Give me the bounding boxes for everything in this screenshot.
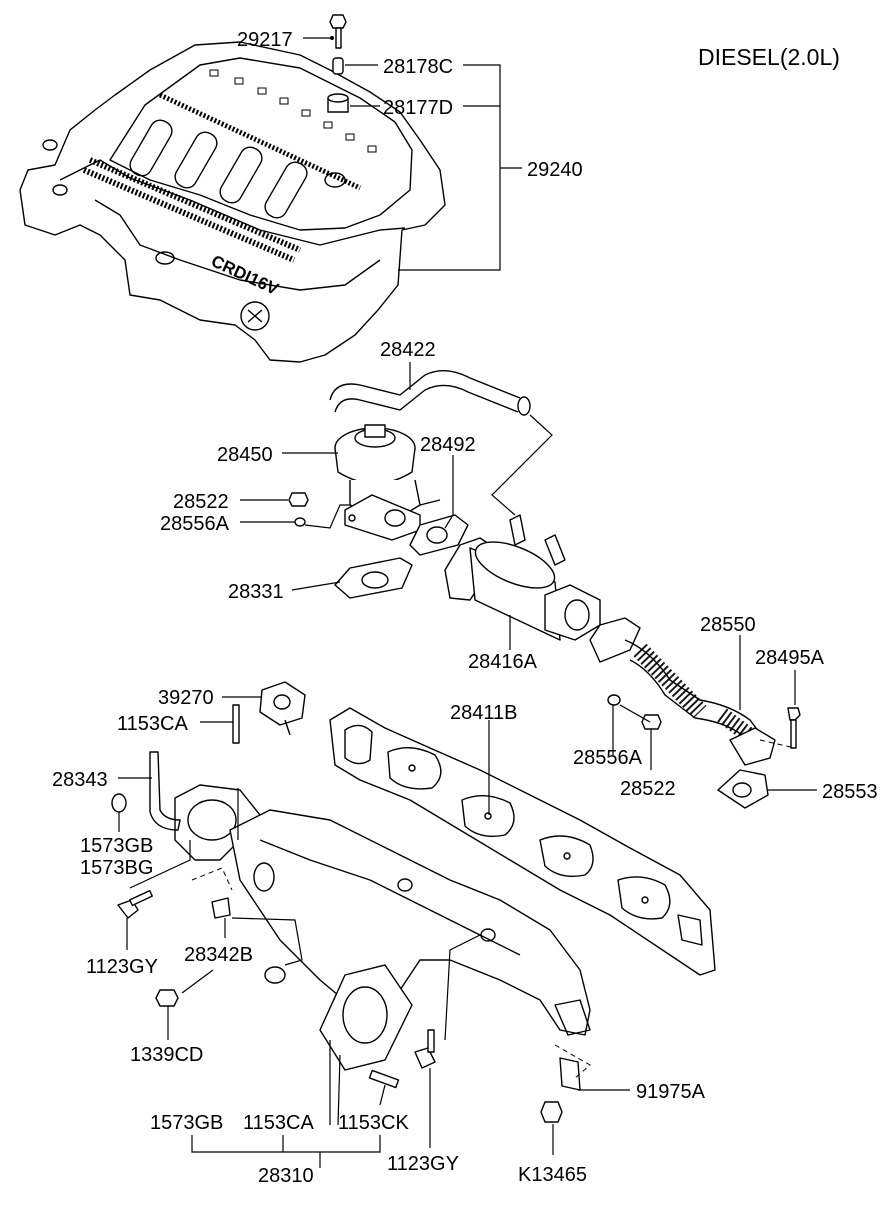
label-28178C: 28178C (383, 56, 453, 78)
label-K13465: K13465 (518, 1164, 587, 1186)
label-28450: 28450 (217, 444, 273, 466)
label-39270: 39270 (158, 687, 214, 709)
label-28556A-lower: 28556A (573, 747, 643, 769)
label-28495A: 28495A (755, 647, 825, 669)
label-29240: 29240 (527, 159, 583, 181)
label-1123GY-bottom: 1123GY (387, 1153, 459, 1175)
label-1573GB-bottom: 1573GB (150, 1112, 223, 1134)
pipe-28343-drawing (149, 751, 181, 831)
exhaust-manifold-drawing (174, 784, 591, 1071)
egr-hose-drawing (329, 370, 531, 416)
label-28331: 28331 (228, 581, 284, 603)
sensor-39270-drawing (259, 681, 306, 736)
label-28177D: 28177D (383, 97, 453, 119)
leader-lines (118, 36, 817, 1168)
label-28342B: 28342B (184, 944, 253, 966)
label-1573BG: 1573BG (80, 857, 153, 879)
egr-cooler-drawing (444, 514, 601, 641)
label-1153CA-top: 1153CA (117, 713, 188, 735)
label-28553: 28553 (822, 781, 878, 803)
label-1153CA-bottom: 1153CA (243, 1112, 314, 1134)
label-28310: 28310 (258, 1165, 314, 1187)
label-1339CD: 1339CD (130, 1044, 203, 1066)
label-1123GY-left: 1123GY (86, 956, 158, 978)
gasket-28331-drawing (334, 557, 413, 599)
label-28550: 28550 (700, 614, 756, 636)
label-28343: 28343 (52, 769, 108, 791)
egr-pipe-drawing (589, 617, 776, 766)
cover-fasteners-drawing (327, 14, 349, 113)
label-28522-lower: 28522 (620, 778, 676, 800)
label-28422: 28422 (380, 339, 436, 361)
label-28556A: 28556A (160, 513, 230, 535)
label-1153CK: 1153CK (338, 1112, 409, 1134)
label-29217: 29217 (237, 29, 293, 51)
gasket-28492-drawing (409, 514, 469, 556)
label-28416A: 28416A (468, 651, 538, 673)
label-91975A: 91975A (636, 1081, 706, 1103)
diagram-title: DIESEL(2.0L) (698, 44, 840, 70)
label-28492: 28492 (420, 434, 476, 456)
label-28411B: 28411B (450, 702, 517, 724)
gasket-28553-drawing (717, 769, 769, 809)
manifold-gasket-drawing (329, 707, 716, 976)
engine-cover-drawing: CRDI16V (19, 41, 446, 363)
label-1573GB-top: 1573GB (80, 835, 153, 857)
label-28522: 28522 (173, 491, 229, 513)
